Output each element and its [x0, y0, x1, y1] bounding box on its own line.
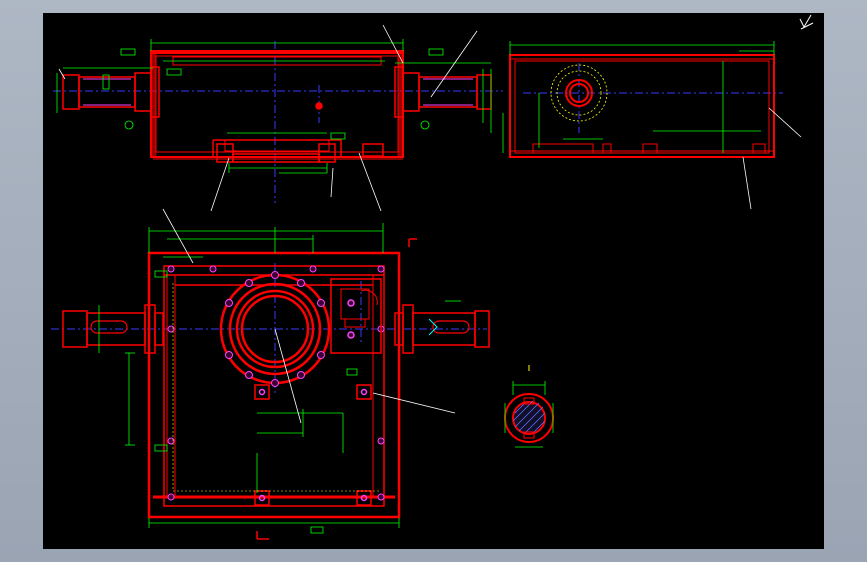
side-housing [509, 54, 775, 158]
cad-model-viewport[interactable] [43, 13, 824, 549]
top-view [51, 208, 490, 540]
right-output-shaft [394, 304, 490, 354]
side-view-dimensions [502, 41, 775, 153]
left-shaft [62, 66, 160, 118]
gearbox-housing-drawing [51, 14, 814, 540]
shaft-section-detail [504, 365, 554, 448]
top-view-dimensions [98, 223, 461, 534]
side-bore [565, 79, 593, 107]
support-blocks [254, 384, 372, 506]
housing-section [150, 50, 404, 158]
side-view [502, 41, 802, 210]
front-view-dimensions [56, 39, 492, 174]
right-shaft [394, 66, 492, 118]
bottom-bosses [216, 102, 384, 163]
housing-section-hatch [150, 50, 404, 160]
top-view-leaders [162, 208, 456, 424]
section-mark [256, 238, 417, 540]
front-view-leaders [58, 24, 478, 212]
left-input-shaft [62, 304, 164, 354]
front-view [53, 24, 503, 212]
motor-mount-bracket [330, 278, 382, 354]
roughness-symbol [799, 14, 814, 30]
